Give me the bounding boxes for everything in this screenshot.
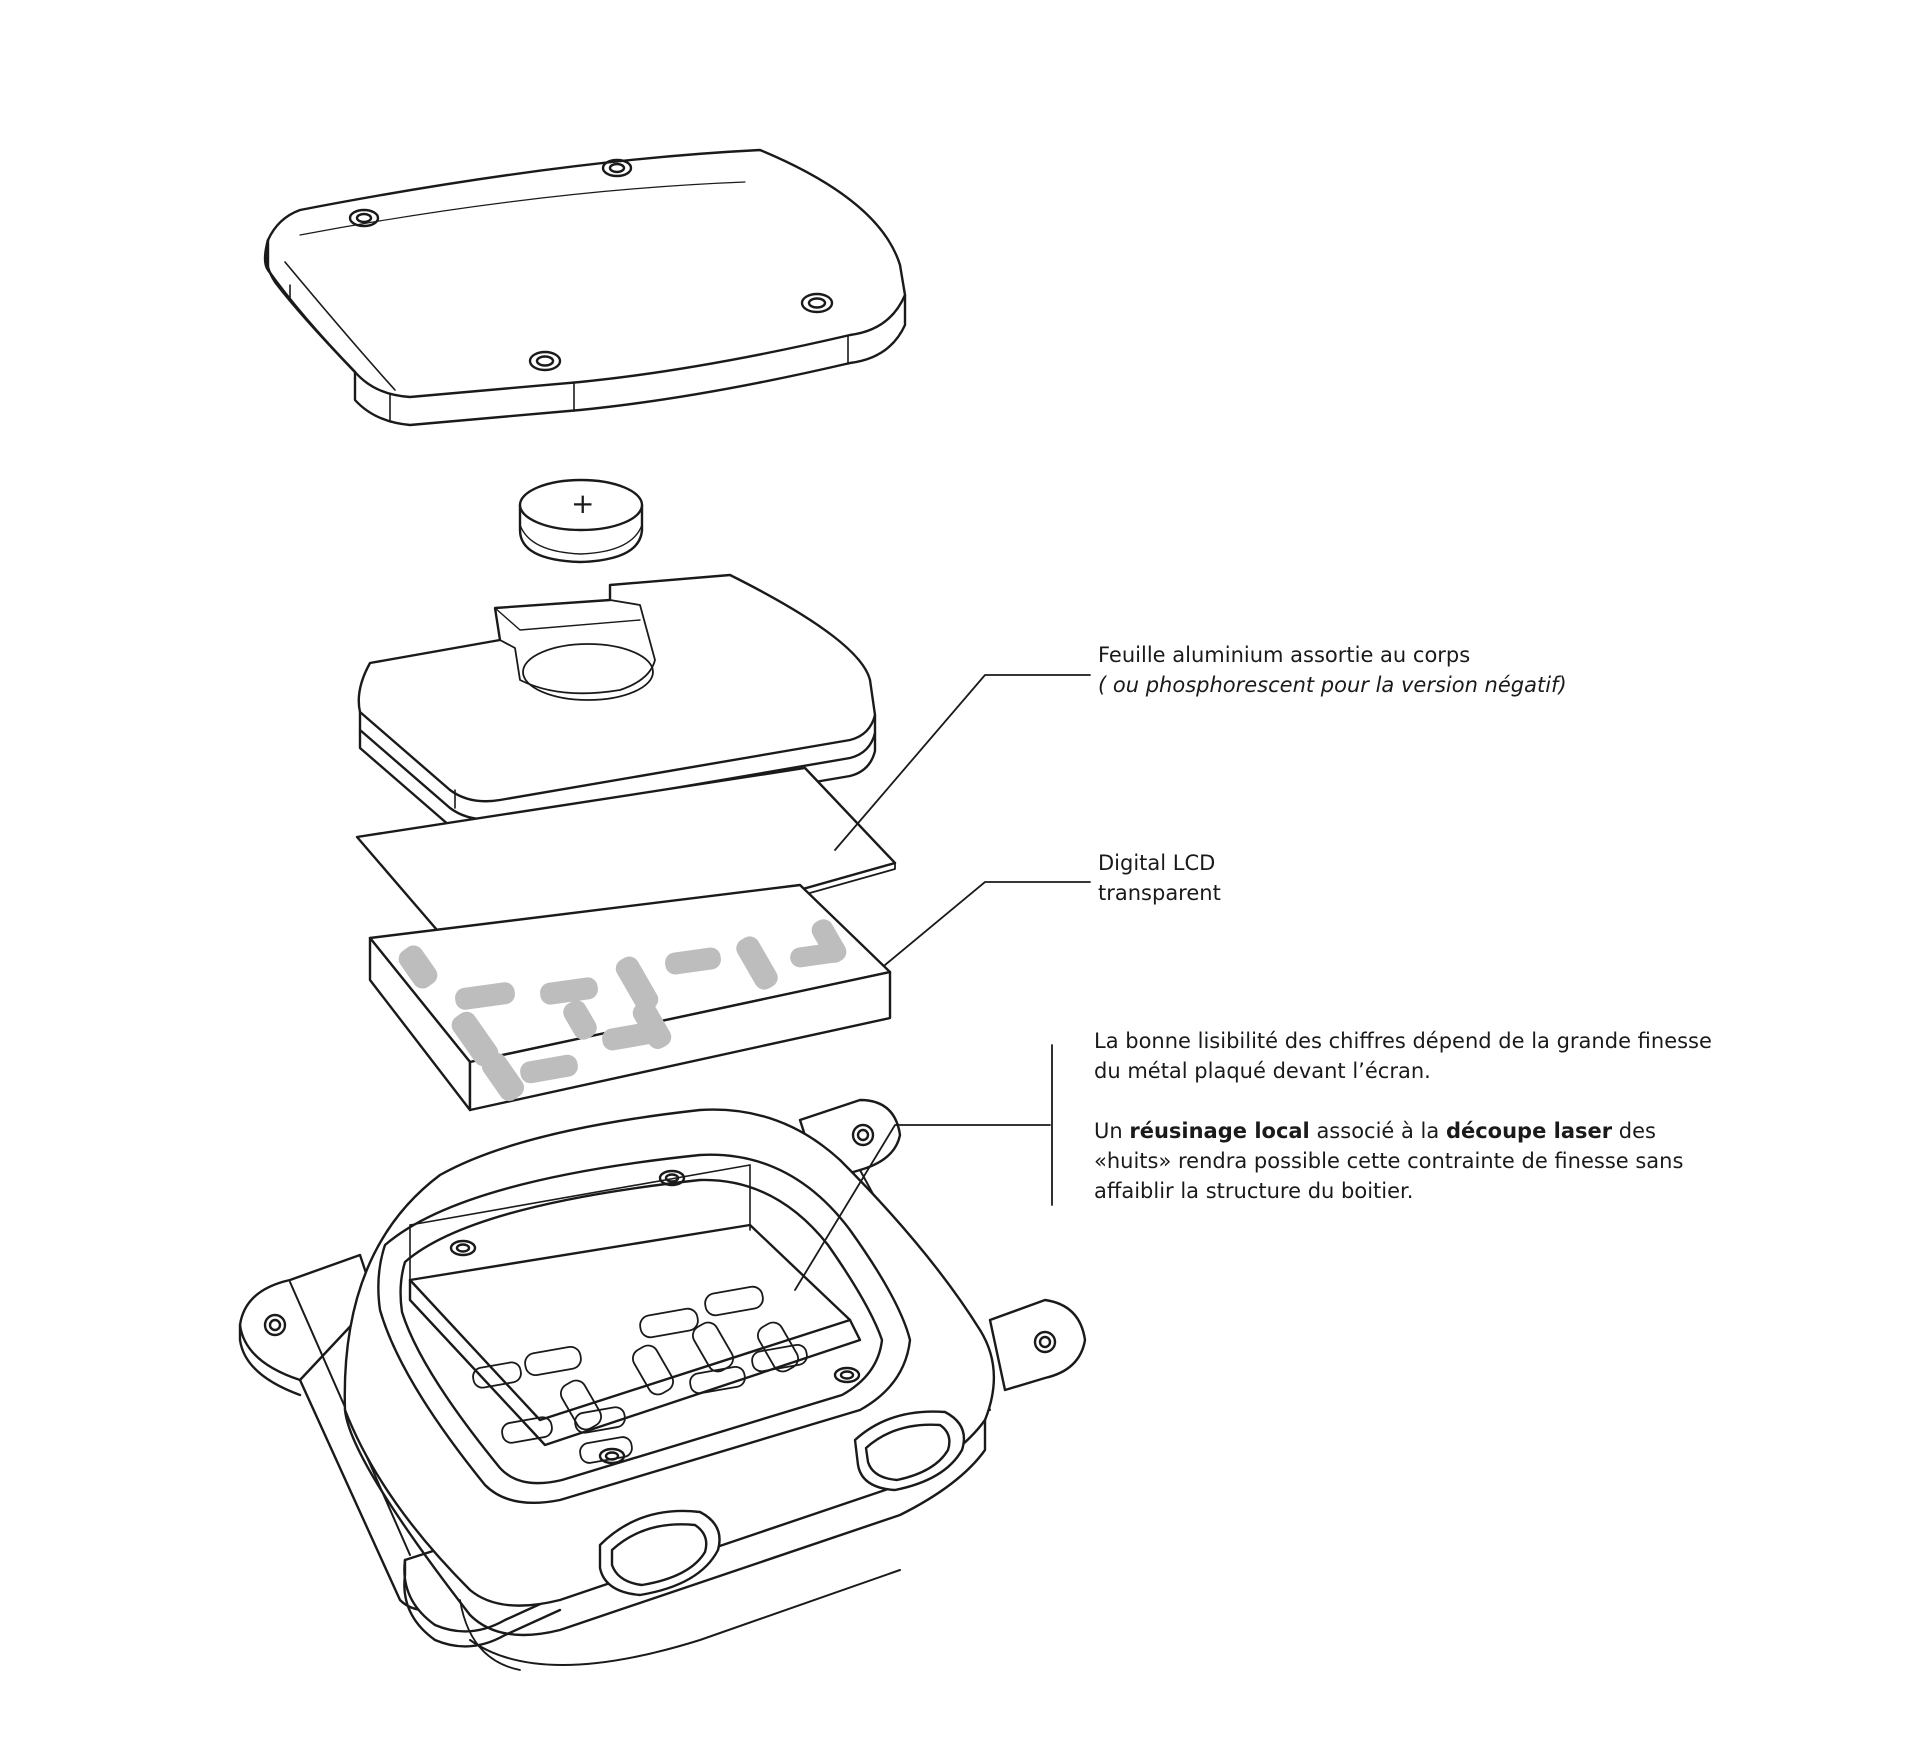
push-button-left bbox=[598, 1509, 721, 1597]
battery-plus-symbol: + bbox=[571, 487, 594, 520]
push-button-right bbox=[853, 1410, 966, 1492]
leader-lcd bbox=[884, 881, 1091, 966]
callout-aluminium-foil: Feuille aluminium assortie au corps ( ou… bbox=[1098, 640, 1618, 700]
callout-lcd-line2: transparent bbox=[1098, 881, 1221, 905]
callout-foil-line2: ( ou phosphorescent pour la version néga… bbox=[1098, 673, 1567, 697]
leader-cutouts bbox=[794, 1124, 1051, 1291]
note-p2-bold-decoupe: découpe laser bbox=[1445, 1119, 1613, 1143]
callout-legibility-note: La bonne lisibilité des chiffres dépend … bbox=[1094, 1026, 1734, 1206]
watch-case bbox=[238, 1098, 1087, 1671]
note-paragraph-1: La bonne lisibilité des chiffres dépend … bbox=[1094, 1029, 1712, 1083]
transparent-lcd-module bbox=[368, 883, 892, 1112]
leader-lines bbox=[794, 674, 1091, 1291]
leader-foil bbox=[834, 674, 1091, 851]
back-cover-plate bbox=[263, 148, 907, 427]
note-paragraph-2: Un réusinage local associé à la découpe … bbox=[1094, 1116, 1734, 1206]
case-segment-cutouts bbox=[472, 1285, 808, 1464]
callout-foil-line1: Feuille aluminium assortie au corps bbox=[1098, 643, 1471, 667]
lcd-digit-segments bbox=[398, 919, 847, 1102]
coin-battery: + bbox=[518, 478, 644, 564]
note-p2-suffix: des «huits» rendra possible cette contra… bbox=[1094, 1119, 1684, 1203]
callout-lcd-line1: Digital LCD bbox=[1098, 851, 1216, 875]
note-p2-prefix: Un bbox=[1094, 1119, 1130, 1143]
note-p2-bold-reusinage: réusinage local bbox=[1129, 1119, 1310, 1143]
callout-digital-lcd: Digital LCD transparent bbox=[1098, 848, 1398, 908]
note-p2-mid: associé à la bbox=[1309, 1119, 1446, 1143]
